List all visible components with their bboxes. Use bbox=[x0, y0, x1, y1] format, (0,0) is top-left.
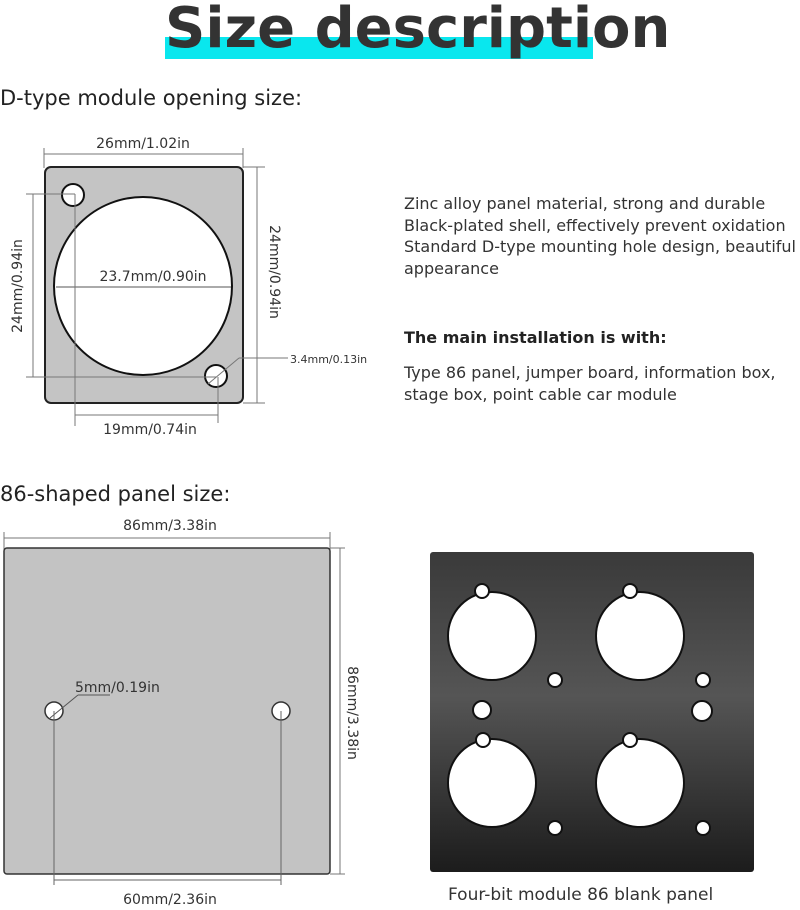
screw-hole-label: 3.4mm/0.13in bbox=[290, 353, 367, 366]
panel-heading: 86-shaped panel size: bbox=[0, 482, 231, 506]
installation-line: stage box, point cable car module bbox=[404, 385, 677, 404]
features-list: Zinc alloy panel material, strong and du… bbox=[404, 193, 800, 279]
photo-caption: Four-bit module 86 blank panel bbox=[448, 885, 714, 905]
screw-spacing-label: 19mm/0.74in bbox=[103, 422, 197, 438]
d-width-label: 26mm/1.02in bbox=[96, 136, 190, 152]
page-title: Size description bbox=[165, 0, 671, 61]
d-type-heading: D-type module opening size: bbox=[0, 86, 303, 110]
blank-panel-photo bbox=[430, 552, 754, 872]
installation-list: Type 86 panel, jumper board, information… bbox=[404, 362, 794, 406]
feature-line: Zinc alloy panel material, strong and du… bbox=[404, 194, 766, 213]
panel-height-label: 86mm/3.38in bbox=[344, 666, 360, 760]
panel-width-label: 86mm/3.38in bbox=[123, 518, 217, 534]
feature-line: Black-plated shell, effectively prevent … bbox=[404, 215, 786, 235]
feature-line: appearance bbox=[404, 258, 499, 278]
d-height-right-label: 24mm/0.94in bbox=[266, 225, 282, 319]
d-height-left-label: 24mm/0.94in bbox=[10, 239, 26, 333]
hole-diameter-label: 23.7mm/0.90in bbox=[99, 269, 206, 285]
feature-line: Standard D-type mounting hole design, be… bbox=[404, 237, 796, 256]
mount-hole-label: 5mm/0.19in bbox=[75, 680, 160, 696]
panel-diagram: 86mm/3.38in 86mm/3.38in 5mm/0.19in 60mm/… bbox=[3, 518, 360, 908]
d-type-diagram: 26mm/1.02in 23.7mm/0.90in 24mm/0.94in 24… bbox=[10, 136, 367, 438]
installation-line: Type 86 panel, jumper board, information… bbox=[404, 363, 776, 382]
hole-spacing-label: 60mm/2.36in bbox=[123, 892, 217, 908]
title-highlight-bar bbox=[165, 37, 593, 59]
installation-heading: The main installation is with: bbox=[404, 328, 667, 347]
